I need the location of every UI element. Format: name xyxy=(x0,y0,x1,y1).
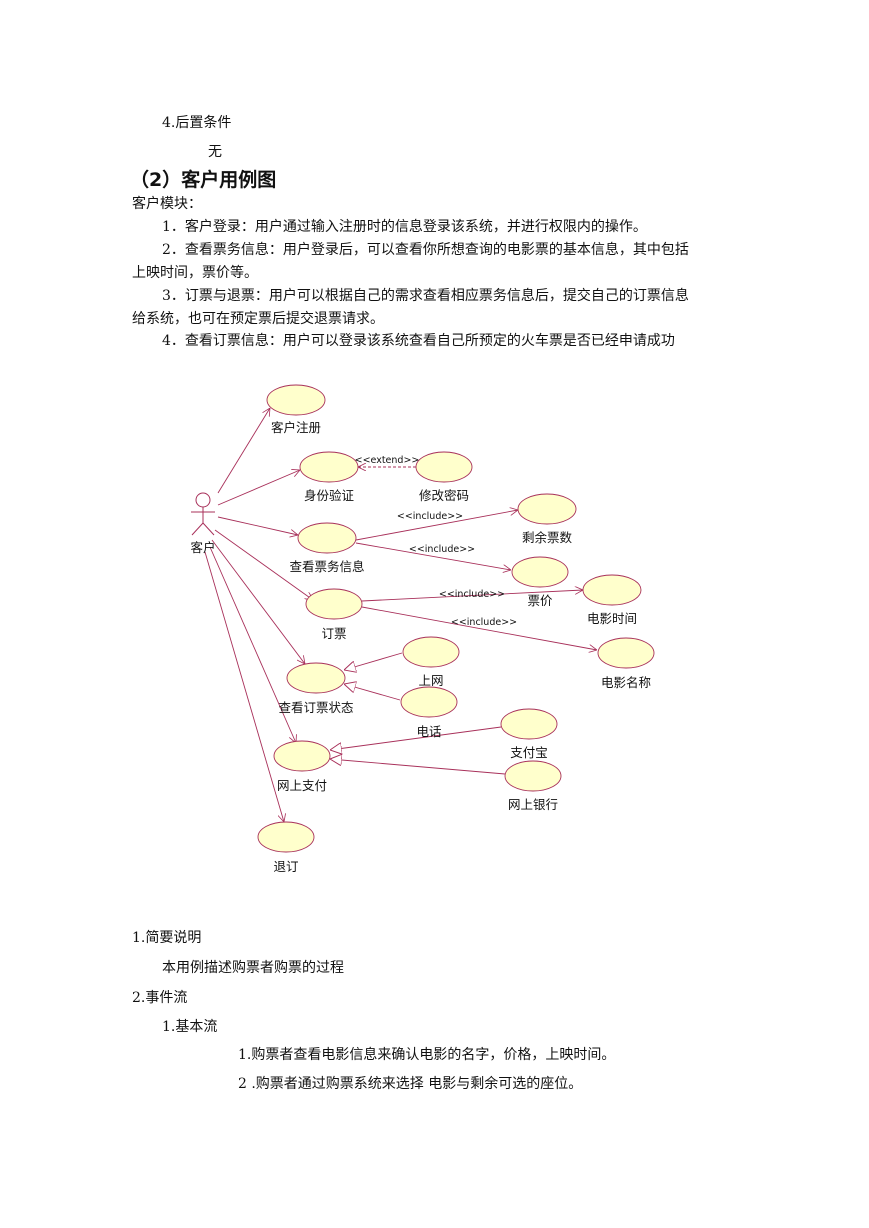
label-auth: 身份验证 xyxy=(304,488,355,503)
brief-heading: 1.简要说明 xyxy=(132,930,202,946)
postcondition-value: 无 xyxy=(208,144,222,160)
uc-refund xyxy=(257,821,315,853)
uc-bank xyxy=(504,760,562,792)
basic-flow-heading: 1.基本流 xyxy=(162,1019,218,1035)
assoc-register xyxy=(217,408,270,494)
stereotype-extend: <<extend>> xyxy=(355,455,420,466)
basic-flow-step-1: 1.购票者查看电影信息来确认电影的名字，价格，上映时间。 xyxy=(238,1047,616,1063)
item-1: 1．客户登录：用户通过输入注册时的信息登录该系统，并进行权限内的操作。 xyxy=(162,219,647,235)
stereotype-include-price: <<include>> xyxy=(409,544,475,555)
stereotype-include-time: <<include>> xyxy=(439,589,505,600)
uc-change-pwd xyxy=(415,451,473,483)
assoc-view xyxy=(217,516,298,535)
label-movie-name: 电影名称 xyxy=(601,675,651,690)
module-intro: 客户模块： xyxy=(132,196,202,212)
uc-register xyxy=(266,384,326,416)
section-title: （2）客户用例图 xyxy=(130,169,277,191)
assoc-pay xyxy=(209,546,296,743)
uc-auth xyxy=(299,451,359,483)
uc-movie-time xyxy=(582,574,642,606)
label-change-pwd: 修改密码 xyxy=(419,488,469,503)
include-name xyxy=(361,606,597,650)
use-case-diagram: 客户 客户注册 身份验证 修改密码 查看票务信息 剩余票数 票价 电影时间 订票… xyxy=(190,384,655,874)
basic-flow-step-2: 2 .购票者通过购票系统来选择 电影与剩余可选的座位。 xyxy=(238,1076,583,1092)
uc-pay xyxy=(273,740,331,772)
label-remaining: 剩余票数 xyxy=(522,530,573,545)
label-movie-time: 电影时间 xyxy=(587,611,637,626)
actor-customer xyxy=(191,492,215,536)
label-order-status: 查看订票状态 xyxy=(278,700,353,715)
assoc-status xyxy=(211,539,305,664)
item-3: 3．订票与退票：用户可以根据自己的需求查看相应票务信息后，提交自己的订票信息 xyxy=(162,288,689,304)
item-2-cont: 上映时间，票价等。 xyxy=(132,265,258,281)
label-view-tickets: 查看票务信息 xyxy=(289,559,364,574)
event-flow-heading: 2.事件流 xyxy=(132,990,188,1006)
uc-alipay xyxy=(500,708,558,740)
item-3-cont: 给系统，也可在预定票后提交退票请求。 xyxy=(132,311,384,327)
uc-order xyxy=(305,588,363,620)
stereotype-include-name: <<include>> xyxy=(451,617,517,628)
label-price: 票价 xyxy=(527,593,553,608)
include-remaining xyxy=(355,510,518,541)
label-refund: 退订 xyxy=(273,859,298,874)
uc-price xyxy=(511,556,569,588)
stereotype-include-remaining: <<include>> xyxy=(397,511,463,522)
include-price xyxy=(355,542,511,570)
gen-online xyxy=(344,652,403,670)
postcondition-heading: 4.后置条件 xyxy=(162,115,232,131)
actor-label: 客户 xyxy=(190,540,215,555)
label-bank: 网上银行 xyxy=(508,797,558,812)
uc-phone xyxy=(400,686,458,718)
uc-online xyxy=(402,636,460,668)
label-online: 上网 xyxy=(418,673,443,688)
uc-movie-name xyxy=(597,637,655,669)
label-register: 客户注册 xyxy=(271,420,321,435)
include-time xyxy=(361,590,583,602)
item-2: 2．查看票务信息：用户登录后，可以查看你所想查询的电影票的基本信息，其中包括 xyxy=(162,242,689,258)
brief-text: 本用例描述购票者购票的过程 xyxy=(162,960,344,976)
label-order: 订票 xyxy=(321,626,346,641)
gen-bank xyxy=(330,759,506,775)
uc-view-tickets xyxy=(297,522,357,554)
item-4: 4．查看订票信息：用户可以登录该系统查看自己所预定的火车票是否已经申请成功 xyxy=(162,333,675,349)
label-alipay: 支付宝 xyxy=(510,745,548,760)
uc-remaining xyxy=(517,493,577,525)
assoc-auth xyxy=(217,470,300,506)
label-phone: 电话 xyxy=(416,724,441,739)
gen-alipay xyxy=(330,726,502,750)
label-pay: 网上支付 xyxy=(277,778,327,793)
gen-phone xyxy=(344,684,401,701)
uc-order-status xyxy=(286,662,346,694)
assoc-refund xyxy=(204,551,284,822)
assoc-order xyxy=(214,529,313,600)
